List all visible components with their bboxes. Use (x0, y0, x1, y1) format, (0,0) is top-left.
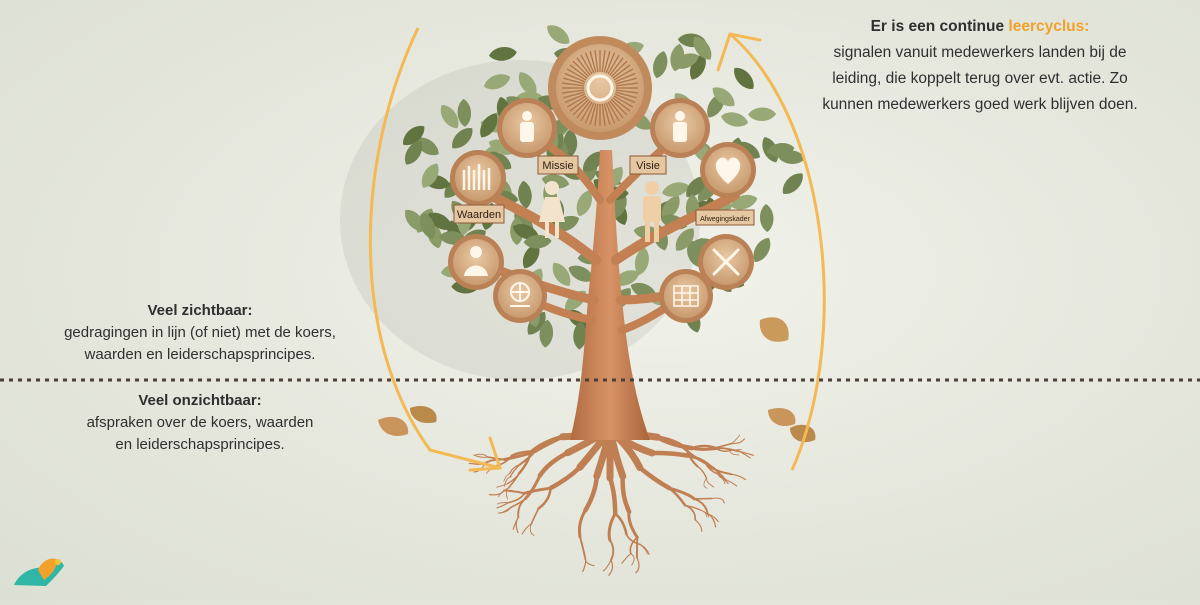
leaf-icon (662, 195, 680, 220)
leaf-icon (452, 128, 473, 149)
visible-text: Veel zichtbaar: gedragingen in lijn (of … (40, 300, 360, 366)
tag-waarden-label: Waarden (457, 209, 501, 221)
leaf-icon (440, 104, 459, 129)
invisible-line: afspraken over de koers, waarden (86, 414, 314, 431)
figure-woman-icon (539, 181, 565, 238)
leaf-icon (480, 113, 498, 138)
invisible-heading: Veel onzichtbaar: (138, 392, 262, 409)
visible-line: gedragingen in lijn (of niet) met de koe… (64, 324, 336, 341)
leaf-icon (653, 51, 668, 79)
leaf-icon (634, 247, 649, 276)
leaf-icon (686, 176, 707, 197)
leaf-icon (734, 67, 754, 89)
tag-missie: Missie (537, 155, 579, 175)
leaf-icon (712, 87, 735, 107)
icon-medallion-figure (448, 234, 504, 290)
leaf-icon (405, 210, 425, 232)
leaf-icon (673, 53, 699, 69)
leaf-icon (489, 47, 517, 61)
leaf-icon (539, 319, 554, 348)
leaf-icon (428, 212, 452, 230)
falling-leaf-icon (410, 405, 437, 424)
learning-cycle-text: Er is een continue leercyclus: signalen … (790, 14, 1170, 118)
learning-cycle-heading: Er is een continue leercyclus: (790, 14, 1170, 40)
icon-medallion-tools (698, 234, 754, 290)
icon-medallion-globe (493, 269, 547, 323)
learning-cycle-heading-accent: leercyclus: (1008, 18, 1090, 35)
cycle-arrow-left (368, 27, 503, 472)
tag-afwegingskader: Afwegingskader (695, 209, 755, 226)
leaf-icon (523, 234, 552, 249)
leaf-icon (403, 125, 425, 146)
icon-medallion-bars (450, 150, 506, 206)
icon-medallion-person-left (497, 98, 557, 158)
leaf-icon (568, 265, 594, 282)
leaf-icon (405, 140, 423, 165)
leaf-icon (552, 262, 571, 286)
leaf-icon (782, 173, 803, 194)
tag-visie: Visie (629, 155, 667, 175)
tag-missie-label: Missie (542, 160, 573, 172)
tag-afwegingskader-label: Afwegingskader (700, 216, 750, 223)
learning-cycle-line: kunnen medewerkers goed werk blijven doe… (822, 96, 1138, 113)
leaf-icon (518, 72, 537, 96)
learning-cycle-line: leiding, die koppelt terug over evt. act… (832, 70, 1128, 87)
falling-leaf-icon (790, 424, 816, 443)
icon-medallion-person-right (650, 98, 710, 158)
leaf-icon (759, 204, 774, 232)
falling-leaf-icon (759, 317, 789, 342)
falling-leaf-icon (378, 416, 409, 437)
invisible-text: Veel onzichtbaar: afspraken over de koer… (40, 390, 360, 456)
tree-roots (468, 426, 754, 576)
leaf-icon (522, 243, 540, 269)
otter-logo (14, 558, 64, 586)
icon-medallion-heart (700, 142, 756, 198)
leaf-icon (420, 212, 436, 240)
icon-medallion-grid (659, 269, 713, 323)
leaf-icon (512, 224, 539, 240)
leaf-icon (457, 98, 472, 127)
tag-visie-label: Visie (636, 160, 660, 172)
leaf-icon (573, 321, 587, 350)
leaf-icon (583, 151, 604, 172)
leaf-icon (753, 237, 771, 263)
figure-man-icon (643, 181, 661, 242)
leaf-icon (662, 182, 690, 197)
learning-cycle-heading-prefix: Er is een continue (870, 18, 1009, 35)
leaf-icon (518, 180, 532, 209)
leaf-icon (421, 163, 439, 188)
leaf-icon (576, 190, 592, 217)
cycle-arrow-right (716, 32, 826, 471)
visible-heading: Veel zichtbaar: (147, 302, 253, 319)
leaf-icon (748, 107, 777, 121)
leaf-icon (675, 228, 695, 251)
invisible-line: en leiderschapsprincipes. (115, 436, 285, 453)
leaf-icon (483, 74, 511, 90)
leaf-icon (777, 150, 806, 164)
leaf-icon (693, 36, 712, 60)
leaf-icon (721, 112, 749, 127)
falling-leaf-icon (768, 407, 796, 427)
tag-waarden: Waarden (453, 204, 505, 224)
center-medallion (548, 36, 652, 140)
learning-cycle-line: signalen vanuit medewerkers landen bij d… (833, 44, 1127, 61)
visible-line: waarden en leiderschapsprincipes. (84, 346, 316, 363)
leaf-icon (547, 25, 570, 44)
